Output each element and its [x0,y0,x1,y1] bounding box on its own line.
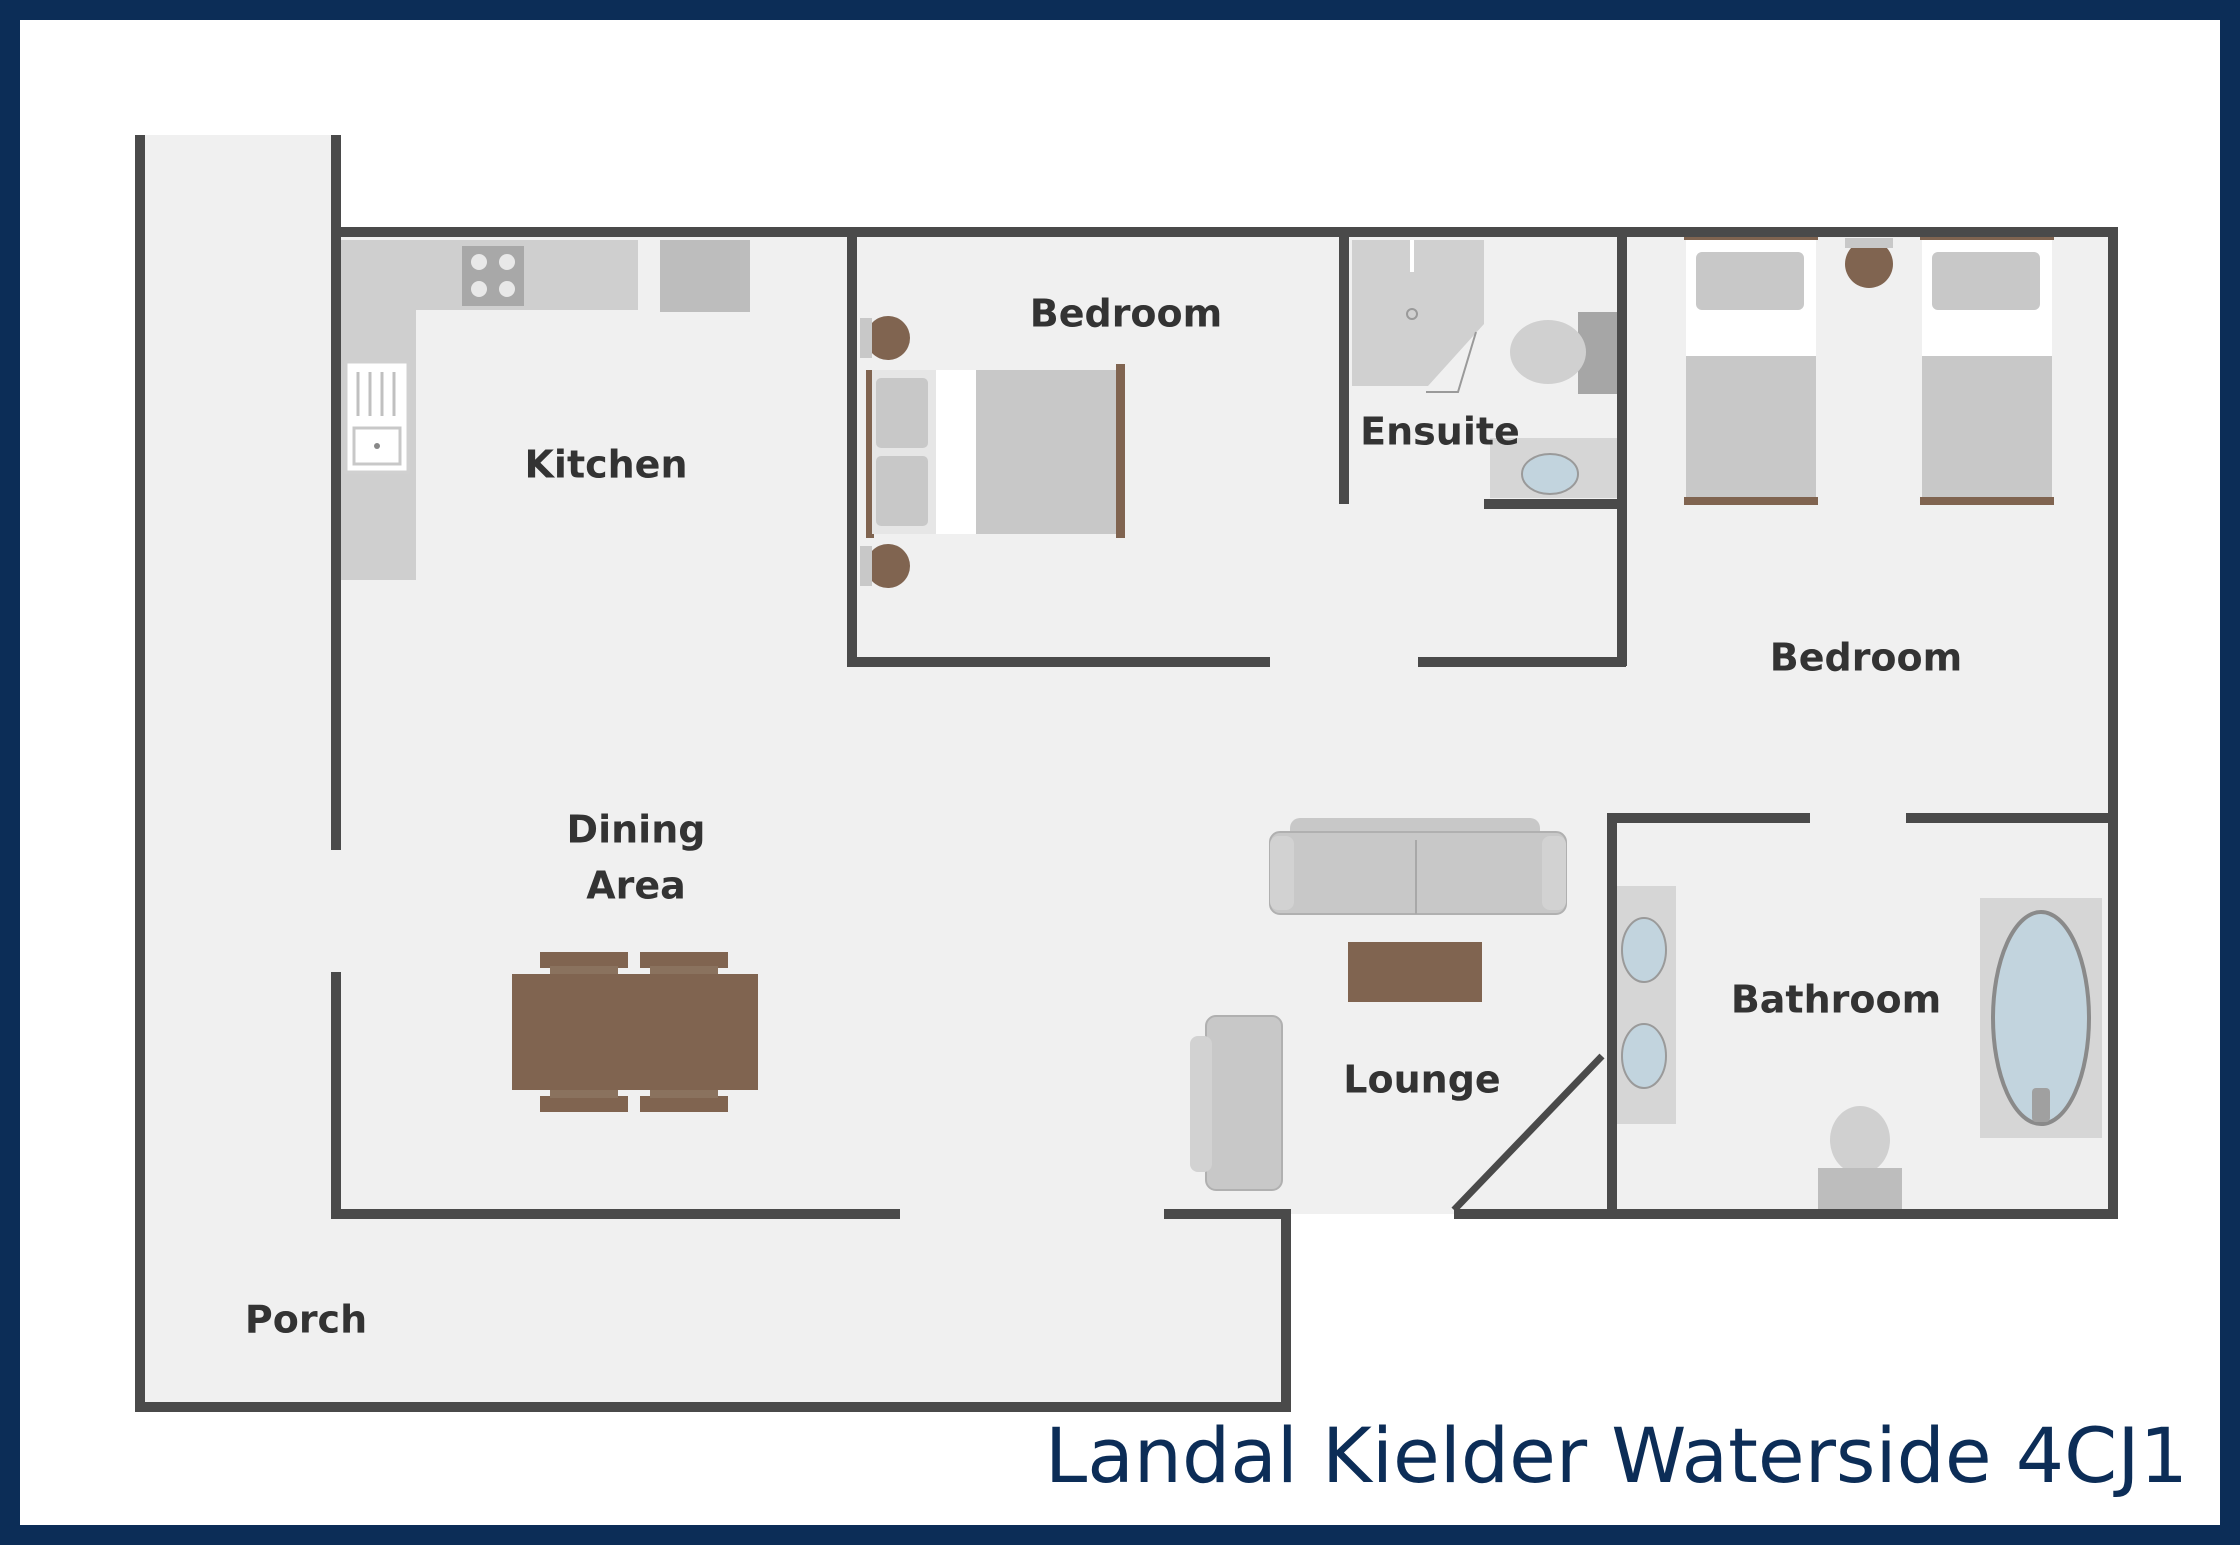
coffee-table [1348,942,1482,1002]
room-label-porch: Porch [245,1298,367,1342]
bedside-table [860,544,910,588]
bedside-table [860,316,910,360]
kitchen-counter [338,240,750,580]
bedside-table [1845,238,1893,288]
armchair [1190,1015,1283,1191]
shower [1352,240,1484,393]
walls [135,135,2118,1412]
room-label-dining-line2: Area [586,864,686,908]
room-label-kitchen: Kitchen [524,443,687,487]
double-vanity [1616,886,1676,1124]
room-label-ensuite: Ensuite [1360,410,1520,454]
room-label-dining-line1: Dining [567,808,706,852]
toilet [1510,312,1618,394]
washbasin [1490,438,1618,498]
double-bed [866,364,1125,538]
single-bed [1920,232,2054,505]
bathtub [1980,898,2102,1138]
room-label-lounge: Lounge [1343,1058,1500,1102]
room-label-bathroom: Bathroom [1731,978,1941,1022]
fridge [660,240,750,312]
room-label-bedroom-master: Bedroom [1030,292,1223,336]
hob-icon [462,246,524,306]
property-title: Landal Kielder Waterside 4CJ1 [1044,1411,2188,1500]
sofa [1269,818,1567,915]
dining-table [512,952,758,1112]
room-label-bedroom-twin: Bedroom [1770,636,1963,680]
single-bed [1684,232,1818,505]
sink-icon [344,360,410,474]
